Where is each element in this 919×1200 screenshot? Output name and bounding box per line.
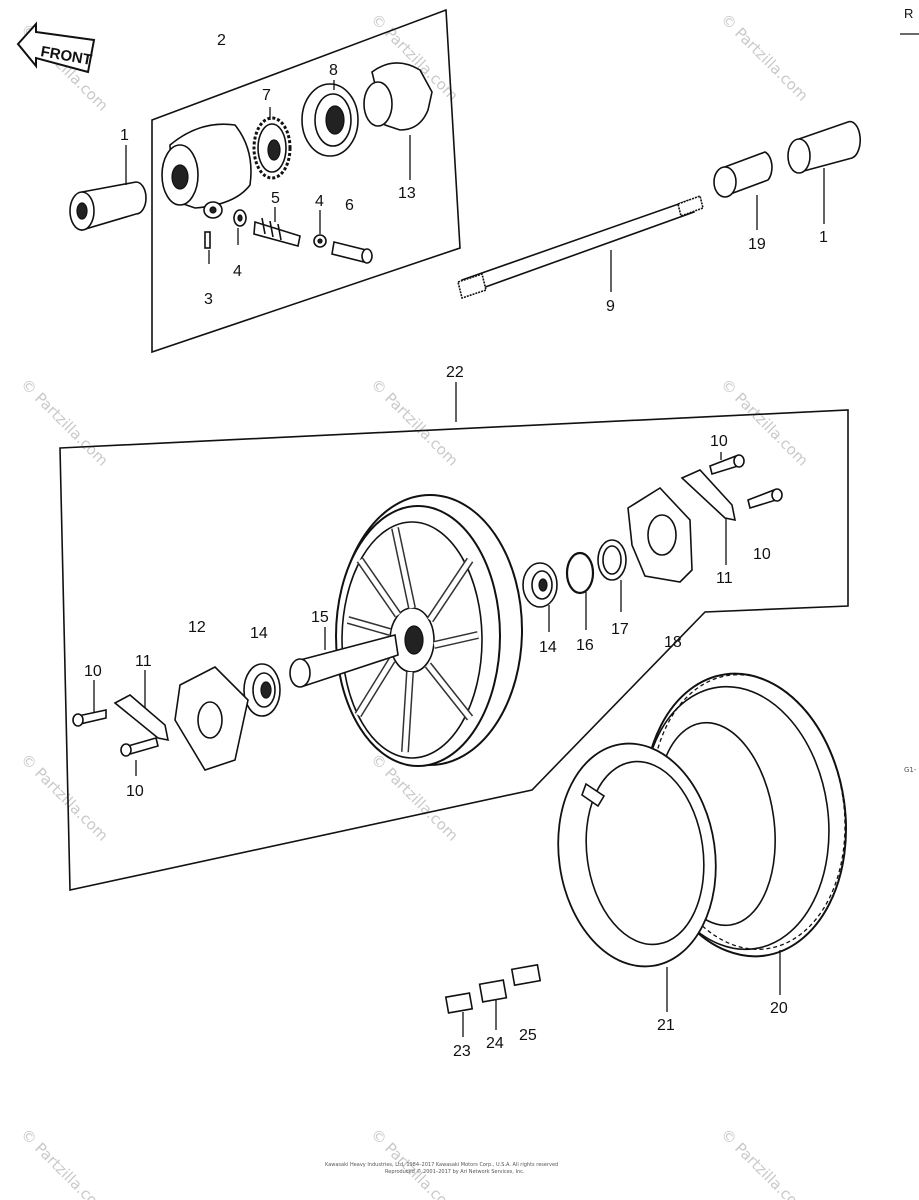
callout-9: 9 [606,298,615,315]
bearing-top [301,83,359,157]
callout-16: 16 [576,637,594,654]
side-code: G1- [904,766,917,774]
balance-weight-24 [478,979,508,1003]
lock-plate-right [680,469,737,522]
balance-weight-25 [510,963,542,987]
bearing-right [522,562,558,608]
callout-1: 1 [819,229,828,246]
watermark: © Partzilla.com [717,1125,812,1200]
watermark: © Partzilla.com [17,750,112,845]
callout-19: 19 [748,236,766,253]
gearbox-cover [363,62,433,131]
callout-4: 4 [315,193,324,210]
pinion-shaft [253,217,301,247]
watermark: © Partzilla.com [17,1125,112,1200]
bolt-left-lower [120,737,159,757]
wheel-spacer [289,633,399,688]
bolt-right-lower [747,488,783,510]
bolt-right-upper [709,454,745,476]
callout-10: 10 [753,546,771,563]
bushing [331,241,373,264]
disc-plate-right [627,486,693,583]
axle [457,194,704,300]
cast-wheel [335,494,523,767]
callout-10: 10 [710,433,728,450]
collar-left [69,181,147,232]
callout-23: 23 [453,1043,471,1060]
callout-4: 4 [233,263,242,280]
lock-plate-left [113,694,170,742]
footer-copyright: Reproduced © 2001–2017 by Ari Network Se… [385,1168,525,1175]
callout-10: 10 [84,663,102,680]
callout-11: 11 [716,570,733,587]
callout-1: 1 [120,127,129,144]
watermark: © Partzilla.com [367,375,462,470]
wheel-group-outline [59,409,849,891]
balance-weight-23 [444,992,474,1014]
bearing-left [243,663,281,717]
callout-12: 12 [188,619,206,636]
gearbox-group-outline [151,8,461,354]
callout-8: 8 [329,62,338,79]
callout-25: 25 [519,1027,537,1044]
callout-22: 22 [446,364,464,381]
footer-copyright: Kawasaki Heavy Industries, Ltd. 1984–201… [325,1162,558,1168]
watermark: © Partzilla.com [17,375,112,470]
callout-24: 24 [486,1035,504,1052]
inner-tube [557,742,717,968]
gearbox-housing [161,123,252,219]
callout-15: 15 [311,609,329,626]
callout-11: 11 [135,653,152,670]
callout-7: 7 [262,87,271,104]
callout-5: 5 [271,190,280,207]
pin [204,231,211,249]
callout-6: 6 [345,197,354,214]
callout-17: 17 [611,621,629,638]
callout-21: 21 [657,1017,675,1034]
callout-10: 10 [126,783,144,800]
circlip [565,551,595,595]
gear [252,116,292,180]
callout-20: 20 [770,1000,788,1017]
callout-3: 3 [204,291,213,308]
callout-14: 14 [539,639,557,656]
watermark: © Partzilla.com [717,10,812,105]
disc-plate-left [174,666,249,771]
callout-13: 13 [398,185,416,202]
callouts: 1 2 3 4 4 5 6 7 8 13 19 1 9 22 10 10 11 … [84,32,828,1060]
collar-right-outer [787,120,861,174]
bolt-left-upper [72,709,107,727]
edge-letter: R [904,6,913,21]
callout-18: 18 [664,634,682,651]
callout-2: 2 [217,32,226,49]
callout-14: 14 [250,625,268,642]
oil-seal [597,539,627,581]
watermark: © Partzilla.com [717,375,812,470]
leader-lines [93,80,825,1037]
collar-right-inner [713,151,773,198]
